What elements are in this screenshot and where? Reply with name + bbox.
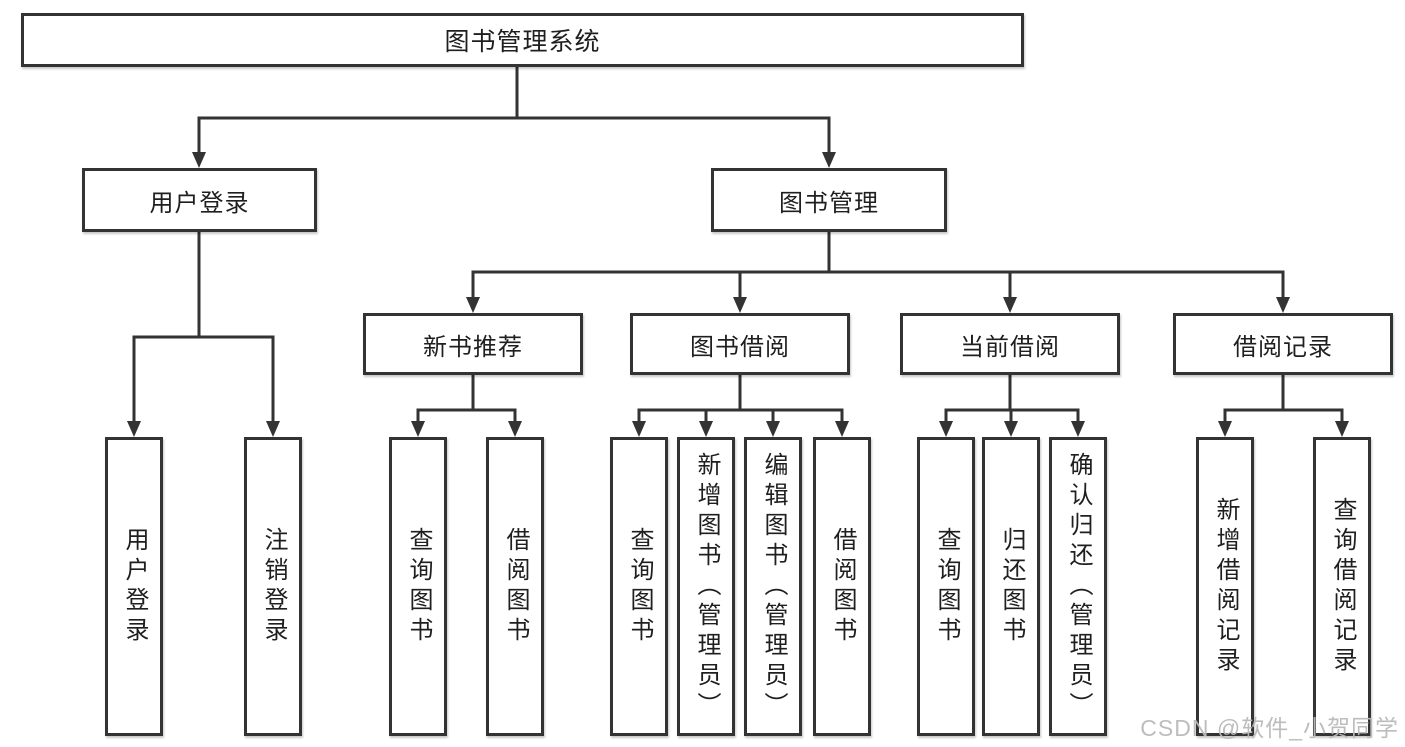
leaf-return-book: 归还图书 xyxy=(982,437,1040,736)
leaf-edit-book-admin: 编辑图书（管理员） xyxy=(744,437,802,736)
arrow-down-icon xyxy=(508,421,522,437)
connector-new-book xyxy=(416,375,517,423)
arrow-down-icon xyxy=(1218,421,1232,437)
connector-current-borrow xyxy=(944,375,1080,423)
arrow-down-icon xyxy=(466,297,480,313)
arrow-down-icon xyxy=(733,297,747,313)
connector-user-login xyxy=(132,232,275,423)
arrow-down-icon xyxy=(939,421,953,437)
arrow-down-icon xyxy=(1276,297,1290,313)
node-book-borrow: 图书借阅 xyxy=(630,313,850,375)
arrow-down-icon xyxy=(822,152,836,168)
leaf-add-borrow-record: 新增借阅记录 xyxy=(1196,437,1254,736)
arrow-down-icon xyxy=(266,421,280,437)
arrow-down-icon xyxy=(1004,421,1018,437)
leaf-add-book-admin: 新增图书（管理员） xyxy=(677,437,735,736)
node-book-management: 图书管理 xyxy=(711,168,947,232)
node-new-book-recommend: 新书推荐 xyxy=(363,313,583,375)
arrow-down-icon xyxy=(699,421,713,437)
arrow-down-icon xyxy=(632,421,646,437)
arrow-down-icon xyxy=(127,421,141,437)
connector-root xyxy=(197,67,831,154)
leaf-query-book-1: 查询图书 xyxy=(389,437,447,736)
arrow-down-icon xyxy=(766,421,780,437)
leaf-user-login: 用户登录 xyxy=(105,437,163,736)
leaf-query-book-2: 查询图书 xyxy=(610,437,668,736)
leaf-confirm-return-admin: 确认归还（管理员） xyxy=(1049,437,1107,736)
arrow-down-icon xyxy=(1071,421,1085,437)
arrow-down-icon xyxy=(835,421,849,437)
connector-book-borrow xyxy=(637,375,844,423)
leaf-logout: 注销登录 xyxy=(244,437,302,736)
leaf-borrow-book-2: 借阅图书 xyxy=(813,437,871,736)
arrow-down-icon xyxy=(1335,421,1349,437)
node-user-login: 用户登录 xyxy=(82,168,317,232)
node-borrow-record: 借阅记录 xyxy=(1173,313,1393,375)
node-current-borrow: 当前借阅 xyxy=(900,313,1120,375)
arrow-down-icon xyxy=(1003,297,1017,313)
leaf-query-borrow-record: 查询借阅记录 xyxy=(1313,437,1371,736)
leaf-query-book-3: 查询图书 xyxy=(917,437,975,736)
leaf-borrow-book-1: 借阅图书 xyxy=(486,437,544,736)
csdn-watermark: CSDN @软件_小贺同学 xyxy=(1140,715,1399,741)
arrow-down-icon xyxy=(192,152,206,168)
node-root-library-system: 图书管理系统 xyxy=(21,13,1024,67)
arrow-down-icon xyxy=(411,421,425,437)
connector-borrow-record xyxy=(1223,375,1344,423)
connector-book-management xyxy=(471,232,1285,299)
